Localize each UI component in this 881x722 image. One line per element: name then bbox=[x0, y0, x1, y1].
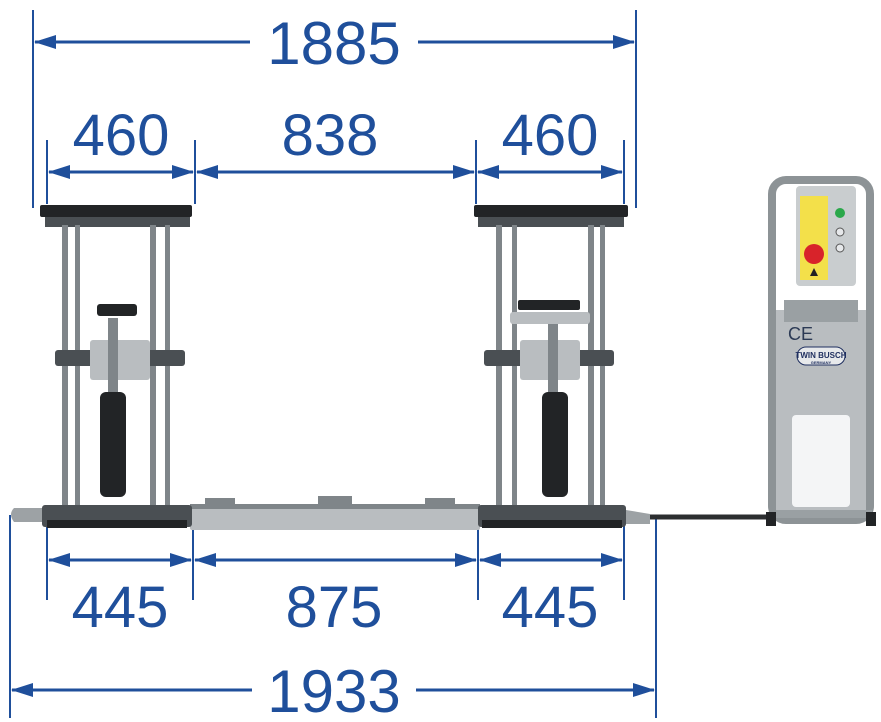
brand-logo-sub: GERMANY bbox=[811, 360, 832, 365]
go-button-icon bbox=[835, 208, 845, 218]
right-lift bbox=[474, 205, 650, 528]
dimension-bottom-middle-gap: 875 bbox=[194, 553, 477, 640]
dimension-bottom-total: 1933 bbox=[11, 658, 655, 722]
dimension-label-bottom-right: 445 bbox=[502, 575, 599, 640]
dimension-label-bottom-total: 1933 bbox=[267, 658, 400, 722]
top-extension-lines bbox=[32, 10, 637, 208]
emergency-stop-icon bbox=[804, 244, 824, 264]
dimension-label-bottom-middle: 875 bbox=[286, 575, 383, 640]
dimension-label-top-left: 460 bbox=[73, 103, 170, 168]
left-lift bbox=[11, 205, 192, 528]
bottom-extension-lines bbox=[9, 515, 657, 718]
dimension-label-top-right: 460 bbox=[502, 103, 599, 168]
warning-triangle-icon bbox=[810, 268, 818, 276]
dimension-bottom-right-base: 445 bbox=[479, 553, 623, 640]
base-connecting-beam bbox=[190, 496, 480, 530]
oil-tank bbox=[792, 415, 850, 507]
brand-logo-box bbox=[796, 346, 846, 366]
down-button-icon bbox=[835, 243, 845, 253]
dimension-label-top-middle: 838 bbox=[282, 103, 379, 168]
dimension-top-middle-gap: 838 bbox=[196, 103, 475, 179]
warning-label bbox=[800, 196, 828, 280]
dimension-top-right-platform: 460 bbox=[477, 103, 623, 179]
dimension-top-left-platform: 460 bbox=[48, 103, 194, 179]
brand-logo: TWIN BUSCH bbox=[795, 351, 846, 360]
dimension-label-bottom-left: 445 bbox=[72, 575, 169, 640]
control-unit: CE TWIN BUSCH GERMANY bbox=[766, 176, 876, 526]
up-button-icon bbox=[835, 227, 845, 237]
ce-mark: CE bbox=[788, 324, 813, 344]
dimension-top-total: 1885 bbox=[34, 10, 635, 77]
dimension-bottom-left-base: 445 bbox=[48, 553, 192, 640]
dimension-label-top-total: 1885 bbox=[267, 10, 400, 77]
